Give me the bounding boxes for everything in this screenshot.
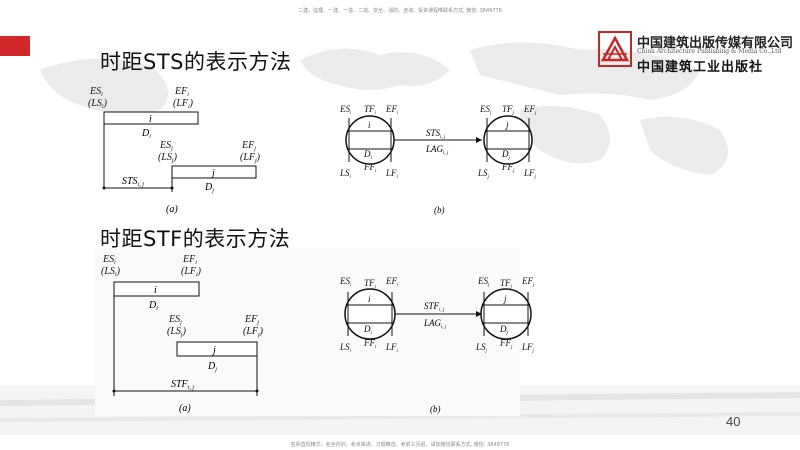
- svg-text:Di: Di: [148, 300, 158, 312]
- svg-text:LSj: LSj: [477, 168, 490, 180]
- svg-text:Dj: Dj: [207, 361, 217, 373]
- stf-panel: [95, 248, 520, 416]
- svg-text:FFj: FFj: [499, 338, 513, 350]
- svg-text:ESi: ESi: [339, 276, 352, 288]
- svg-text:LSj: LSj: [475, 342, 488, 354]
- svg-text:STSi, j: STSi, j: [122, 176, 144, 188]
- svg-text:ESi: ESi: [102, 254, 116, 266]
- svg-text:EFi: EFi: [174, 86, 189, 98]
- svg-text:EFi: EFi: [182, 254, 197, 266]
- svg-text:STFi, j: STFi, j: [424, 301, 445, 313]
- publisher-name-cn: 中国建筑出版传媒有限公司: [637, 36, 794, 51]
- svg-text:ESj: ESj: [168, 314, 182, 326]
- svg-text:j: j: [503, 294, 507, 304]
- svg-text:ESi: ESi: [89, 86, 103, 98]
- svg-text:STSi, j: STSi, j: [426, 128, 446, 140]
- header-note: 二建、监理、一建、一造、二造、安全、消防、咨询、投资课程唯联系方式, 微信: 3…: [298, 8, 502, 14]
- publisher-emblem-icon: [598, 31, 632, 67]
- svg-text:FFi: FFi: [363, 338, 377, 350]
- svg-text:TFi: TFi: [364, 278, 377, 290]
- section-title-sts: 时距STS的表示方法: [100, 50, 292, 74]
- svg-text:STFi, j: STFi, j: [171, 379, 194, 391]
- red-accent-bar: [0, 36, 30, 56]
- svg-text:EFj: EFj: [521, 276, 535, 288]
- svg-text:EFj: EFj: [523, 104, 537, 116]
- svg-text:ESj: ESj: [479, 104, 492, 116]
- svg-text:LFj: LFj: [521, 342, 535, 354]
- svg-text:Dj: Dj: [204, 182, 214, 194]
- node-j-circle: [483, 115, 533, 165]
- svg-text:Di: Di: [363, 324, 373, 336]
- svg-text:(LFj): (LFj): [243, 326, 264, 338]
- caption-b: (b): [434, 205, 445, 215]
- svg-text:EFi: EFi: [385, 276, 399, 288]
- svg-text:(LSi): (LSi): [101, 266, 121, 278]
- publisher-logo: 中国建筑出版传媒有限公司 China Architecture Publishi…: [597, 28, 797, 75]
- stf-bar-diagram: ESi (LSi) EFi (LFi) i Di ESj (LSj) EFj (…: [101, 254, 264, 414]
- sts-node-diagram: ESi TFi EFi i Di LSi FFi LFi STSi, j LAG…: [339, 104, 537, 215]
- svg-text:LFi: LFi: [385, 168, 399, 180]
- svg-text:EFj: EFj: [241, 140, 256, 152]
- stf-node-diagram: ESi TFi EFi i Di LSi FFi LFi STFi, j LAG…: [339, 276, 535, 414]
- svg-text:(LSi): (LSi): [88, 98, 108, 110]
- svg-text:LFi: LFi: [385, 342, 399, 354]
- svg-text:ESj: ESj: [159, 140, 173, 152]
- svg-text:Dj: Dj: [501, 149, 511, 161]
- svg-text:TFi: TFi: [364, 104, 377, 116]
- svg-text:Dj: Dj: [499, 324, 509, 336]
- svg-text:ESj: ESj: [477, 276, 490, 288]
- activity-i-bar: [103, 111, 199, 125]
- svg-text:LFj: LFj: [523, 168, 537, 180]
- activity-j-label: j: [210, 168, 215, 179]
- footer-note: 名师直授精华，名全内训，考点串讲，习题精选，考前三页纸，请加微信联系方式, 微信…: [290, 442, 510, 448]
- svg-text:LSi: LSi: [339, 342, 352, 354]
- sts-bar-diagram: ESi (LSi) EFi (LFi) i Di ESj (LSj) EFj (…: [88, 86, 261, 215]
- svg-text:i: i: [154, 285, 157, 296]
- svg-text:ESi: ESi: [339, 104, 352, 116]
- svg-text:LAGi, j: LAGi, j: [423, 318, 447, 330]
- svg-text:TFj: TFj: [502, 104, 515, 116]
- section-title-stf: 时距STF的表示方法: [100, 227, 291, 251]
- svg-text:j: j: [505, 120, 509, 130]
- svg-text:Di: Di: [141, 128, 151, 140]
- svg-text:(LFi): (LFi): [173, 98, 194, 110]
- svg-text:(LFi): (LFi): [181, 266, 202, 278]
- publisher-name-script: 中国建筑工业出版社: [637, 60, 764, 75]
- svg-text:j: j: [211, 345, 216, 356]
- svg-text:(LSj): (LSj): [167, 326, 187, 338]
- svg-text:(a): (a): [179, 403, 191, 414]
- svg-text:(LSj): (LSj): [158, 152, 178, 164]
- svg-text:LSi: LSi: [339, 168, 352, 180]
- svg-text:(LFj): (LFj): [240, 152, 261, 164]
- svg-text:i: i: [368, 294, 371, 304]
- activity-i-label: i: [149, 114, 152, 125]
- caption-a: (a): [166, 204, 178, 215]
- svg-text:FFj: FFj: [501, 162, 515, 174]
- svg-text:FFi: FFi: [363, 162, 377, 174]
- svg-text:EFj: EFj: [244, 314, 259, 326]
- svg-text:Di: Di: [363, 149, 373, 161]
- page-number: 40: [726, 414, 741, 429]
- svg-text:(b): (b): [430, 404, 441, 414]
- publisher-name-en: China Architecture Publishing & Media Co…: [637, 48, 782, 55]
- svg-text:EFi: EFi: [385, 104, 399, 116]
- activity-j-bar: [171, 165, 257, 179]
- svg-text:TFj: TFj: [500, 278, 513, 290]
- svg-text:LAGi, j: LAGi, j: [425, 144, 449, 156]
- svg-text:i: i: [368, 120, 371, 130]
